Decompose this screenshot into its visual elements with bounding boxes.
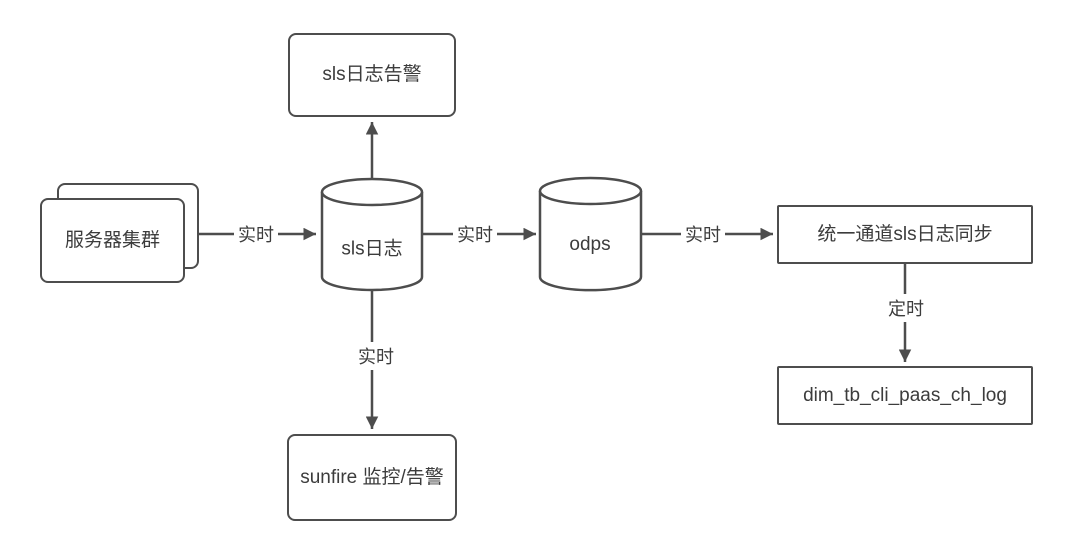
node-sls-alert: sls日志告警 <box>288 33 456 117</box>
edge-label-slslog-odps: 实时 <box>453 220 497 248</box>
node-unified-sync: 统一通道sls日志同步 <box>777 205 1033 264</box>
node-dim-table-label: dim_tb_cli_paas_ch_log <box>803 384 1007 406</box>
cylinder-odps <box>538 176 643 292</box>
cylinder-sls-log <box>320 177 424 292</box>
node-odps-label: odps <box>569 234 611 255</box>
edge-label-sync-dim: 定时 <box>884 294 928 322</box>
node-sls-alert-label: sls日志告警 <box>322 64 422 86</box>
node-server-cluster: 服务器集群 <box>40 198 185 283</box>
node-dim-table: dim_tb_cli_paas_ch_log <box>777 366 1033 425</box>
edge-label-slslog-sunfire: 实时 <box>354 342 398 370</box>
node-sunfire: sunfire 监控/告警 <box>287 434 457 521</box>
node-sunfire-label: sunfire 监控/告警 <box>300 466 444 488</box>
node-unified-sync-label: 统一通道sls日志同步 <box>817 223 993 245</box>
edge-label-server-slslog: 实时 <box>234 220 278 248</box>
node-server-cluster-label: 服务器集群 <box>64 229 160 251</box>
node-sls-log-label: sls日志 <box>341 238 403 260</box>
edge-label-odps-sync: 实时 <box>681 220 725 248</box>
